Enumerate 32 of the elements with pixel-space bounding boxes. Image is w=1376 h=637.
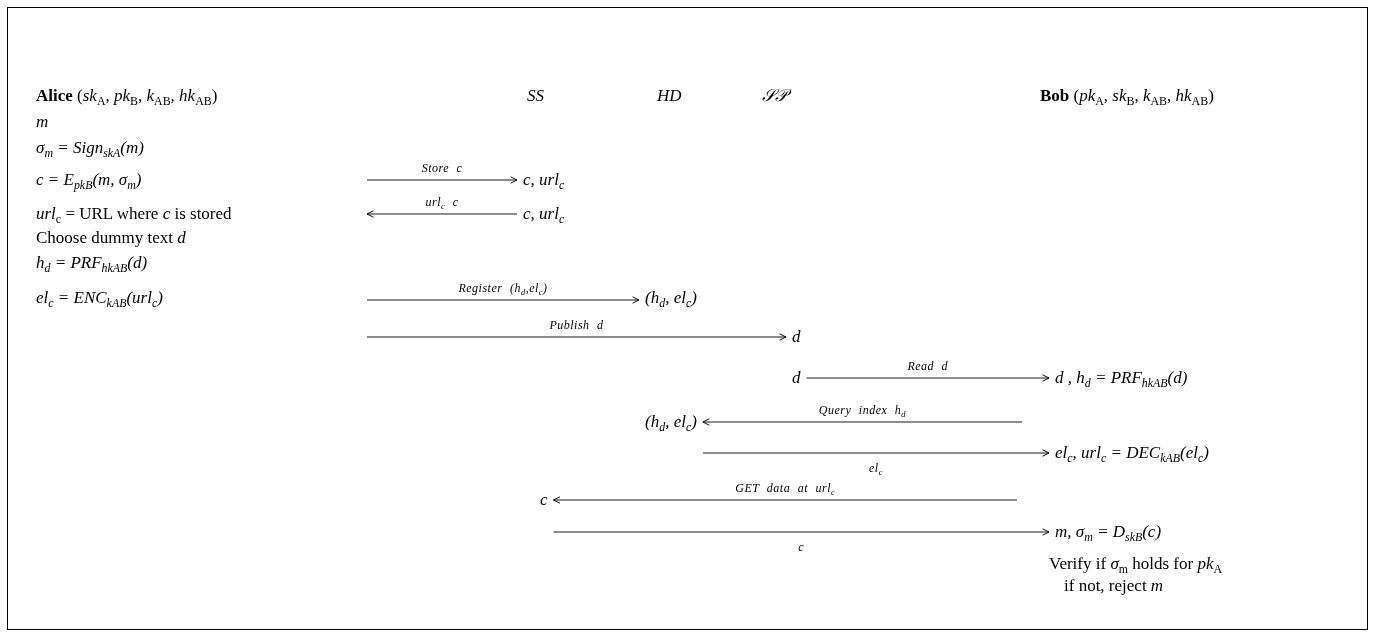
message-value: d [786, 325, 807, 349]
message-value: c, url$_{c}$ [517, 168, 571, 192]
party-heading: Bob (pk$_{A}$, sk$_{B}$, k$_{AB}$, hk$_{AB}$) [1040, 86, 1214, 106]
message-value: c [534, 488, 554, 512]
edge-label: Register (h$_{d}$,el$_{c}$) [458, 281, 548, 295]
edge-label: GET data at url$_{c}$ [735, 481, 836, 495]
math-text: σ$_{m}$ = Sign$_{skA}$(m) [36, 138, 144, 158]
step-text: url$_{c}$ = URL where c is stored [36, 204, 232, 224]
edge-label: Query index h$_{d}$ [818, 403, 906, 417]
role-label: SS [527, 86, 544, 106]
edge-label: url$_{c}$ c [425, 195, 459, 209]
message-value: c, url$_{c}$ [517, 202, 571, 226]
edge-label: c [798, 540, 805, 554]
message-value: el$_{c}$, url$_{c}$ = DEC$_{kAB}$(el$_{c}$) [1049, 441, 1215, 465]
math-text: el$_{c}$ = ENC$_{kAB}$(url$_{c}$) [36, 288, 163, 308]
edge-label: Publish d [549, 318, 604, 332]
party-heading: Alice (sk$_{A}$, pk$_{B}$, k$_{AB}$, hk$_{AB}$) [36, 86, 218, 106]
role-label: HD [657, 86, 682, 106]
math-text: h$_{d}$ = PRF$_{hkAB}$(d) [36, 253, 148, 273]
step-text: Choose dummy text d [36, 228, 186, 248]
step-text: if not, reject m [1064, 576, 1164, 596]
message-value: d [786, 366, 807, 390]
edge-label: Read d [907, 359, 949, 373]
message-value: (h$_{d}$, el$_{c}$) [639, 410, 703, 434]
edge-label: el$_{c}$ [869, 461, 883, 475]
message-value: m, σ$_{m}$ = D$_{skB}$(c) [1049, 520, 1168, 544]
message-value: d , h$_{d}$ = PRF$_{hkAB}$(d) [1049, 366, 1194, 390]
message-value: (h$_{d}$, el$_{c}$) [639, 286, 703, 310]
edge-label: Store c [421, 161, 463, 175]
step-text: Verify if σ$_{m}$ holds for pk$_{A}$ [1049, 554, 1223, 574]
math-text: m [36, 112, 49, 132]
math-text: c = E$_{pkB}$(m, σ$_{m}$) [36, 170, 142, 190]
